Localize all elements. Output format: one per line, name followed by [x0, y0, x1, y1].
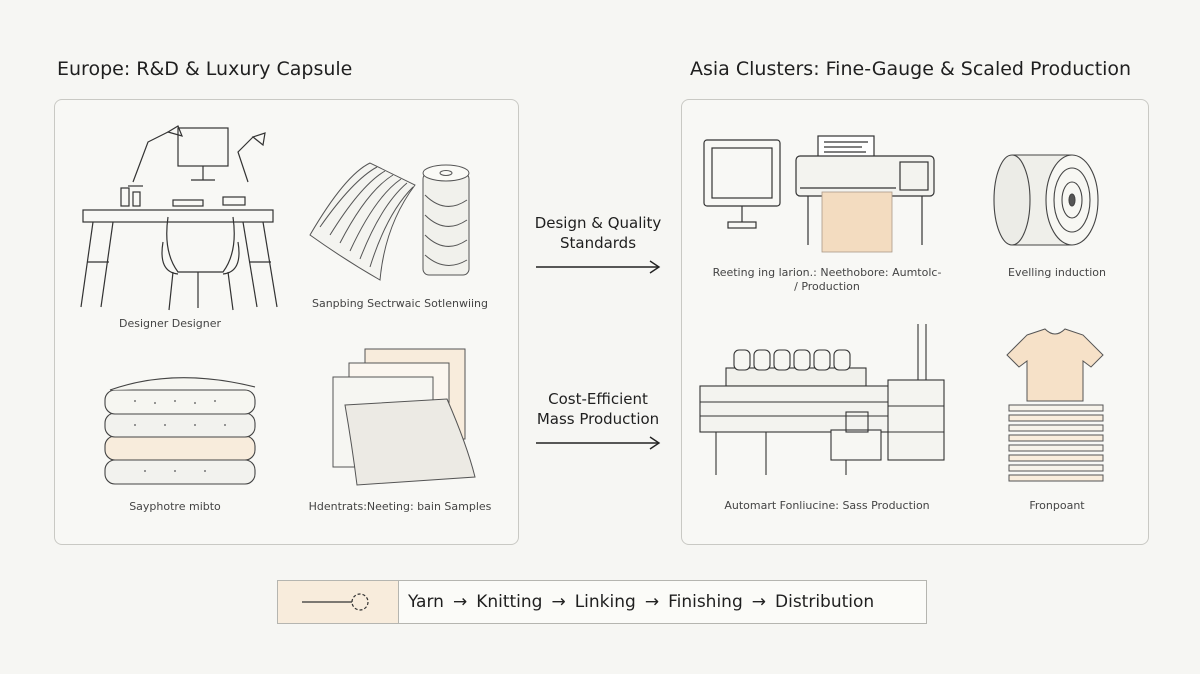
flow-step-distribution: Distribution — [775, 592, 875, 612]
cad-printer-illustration — [703, 135, 935, 253]
design-quality-line2: Standards — [559, 234, 637, 252]
swatch-samples-illustration — [332, 348, 476, 486]
flow-step-knitting: Knitting — [476, 592, 543, 612]
garment-stack-illustration — [1006, 328, 1104, 482]
flow-step-linking: Linking — [574, 592, 636, 612]
caption-stack: Sayphotre mibto — [129, 500, 221, 513]
flow-step-finishing: Finishing — [668, 592, 743, 612]
design-quality-line1: Design & Quality — [534, 214, 662, 232]
caption-roll: Evelling induction — [1008, 266, 1106, 279]
caption-garment: Fronpoant — [1029, 499, 1085, 512]
knit-stack-illustration — [104, 377, 256, 485]
flow-step-yarn: Yarn — [408, 592, 444, 612]
yarn-roll-illustration — [993, 154, 1099, 246]
flow-arrow-icon: → — [751, 592, 766, 612]
arrow-top — [536, 260, 661, 274]
caption-printer-line2: / Production — [794, 280, 860, 293]
arrow-bottom — [536, 436, 661, 450]
designer-desk-illustration — [80, 125, 278, 311]
flow-arrow-icon: → — [452, 592, 468, 612]
yarn-connector-icon — [302, 593, 369, 611]
caption-designer: Designer Designer — [118, 317, 222, 330]
design-quality-label: Design & Quality Standards — [518, 213, 678, 253]
mass-production-line1: Cost-Efficient — [548, 390, 648, 408]
flow-steps: Yarn → Knitting → Linking → Finishing → … — [408, 581, 874, 623]
caption-machine: Automart Fonliucine: Sass Production — [724, 499, 930, 512]
caption-printer-line1: Reeting ing larion.: Neethobore: Aumtolc… — [712, 266, 942, 279]
flow-arrow-icon: → — [644, 592, 660, 612]
asia-title: Asia Clusters: Fine-Gauge & Scaled Produ… — [690, 58, 1132, 80]
flow-swatch — [278, 581, 399, 623]
caption-samples: Hdentrats:Neeting: bain Samples — [308, 500, 492, 513]
mass-production-line2: Mass Production — [536, 410, 660, 428]
knitting-machine-illustration — [699, 324, 945, 475]
flow-arrow-icon: → — [551, 592, 566, 612]
fabric-roll-illustration — [309, 162, 470, 281]
mass-production-label: Cost-Efficient Mass Production — [518, 389, 678, 429]
europe-panel: Designer Designer Sanpbing Sectrwaic Sot… — [54, 99, 519, 545]
caption-printer: Reeting ing larion.: Neethobore: Aumtolc… — [712, 266, 942, 294]
europe-title: Europe: R&D & Luxury Capsule — [57, 58, 353, 80]
caption-sampling: Sanpbing Sectrwaic Sotlenwiing — [311, 297, 489, 310]
process-flow-bar: Yarn → Knitting → Linking → Finishing → … — [277, 580, 927, 624]
asia-panel: Reeting ing larion.: Neethobore: Aumtolc… — [681, 99, 1149, 545]
